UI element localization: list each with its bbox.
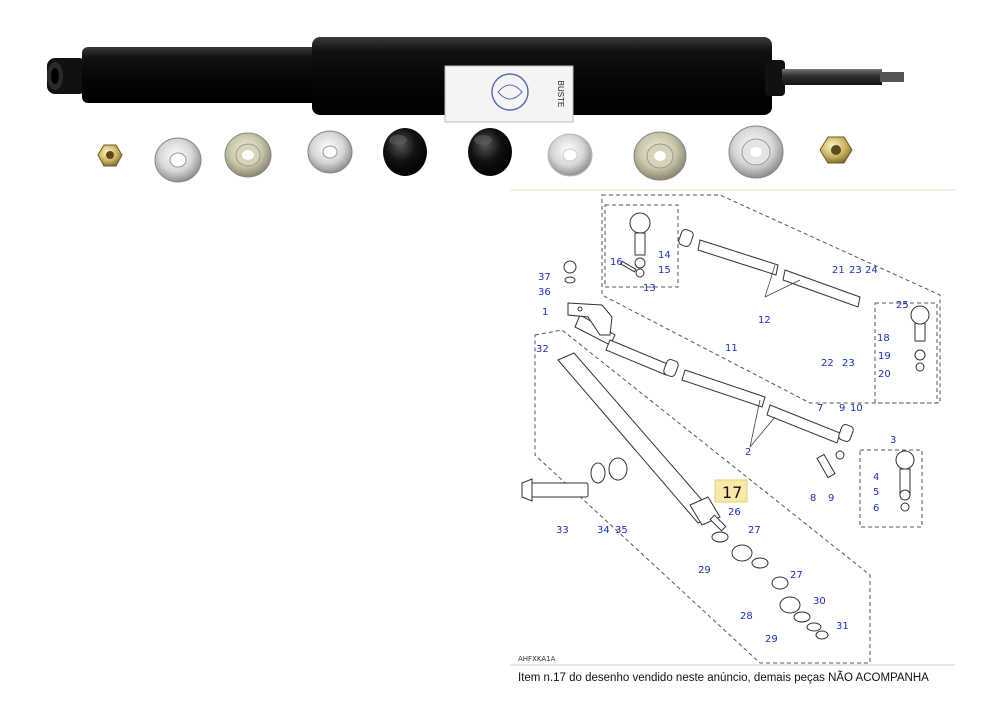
callout-26: 26 (728, 507, 741, 518)
callout-31: 31 (836, 621, 849, 632)
washer-3 (307, 130, 353, 174)
callout-30: 30 (813, 596, 826, 607)
rubber-bushing-2 (468, 128, 512, 176)
shock-label-sticker: BUSTE (444, 65, 574, 123)
rubber-bushing-1 (383, 128, 427, 176)
shock-lower-tube (82, 47, 322, 103)
shock-eye-mount (47, 58, 87, 94)
caption: Item n.17 do desenho vendido neste anúnc… (518, 672, 929, 684)
callout-16: 16 (610, 257, 623, 268)
callout-numbers: 37 36 1 16 14 15 13 12 11 21 23 24 25 18… (536, 250, 909, 645)
callout-23b: 23 (842, 358, 855, 369)
washer-4 (547, 133, 593, 177)
shock-top-cap (765, 60, 785, 96)
shock-rod (782, 69, 882, 85)
washer-5 (633, 131, 687, 181)
highlight-17-box (714, 479, 748, 503)
callout-25: 25 (896, 300, 909, 311)
callout-7: 7 (817, 403, 823, 414)
callout-18: 18 (877, 333, 890, 344)
callout-8: 8 (810, 493, 816, 504)
callout-6: 6 (873, 503, 879, 514)
callout-23a: 23 (849, 265, 862, 276)
callout-1: 1 (542, 307, 548, 318)
steering-damper (521, 352, 829, 640)
callout-24: 24 (865, 265, 878, 276)
callout-10: 10 (850, 403, 863, 414)
bracket-1 (563, 260, 613, 336)
tie-rod-lower (574, 314, 915, 512)
callout-15: 15 (658, 265, 671, 276)
callout-32: 32 (536, 344, 549, 355)
callout-20: 20 (878, 369, 891, 380)
callout-27b: 27 (790, 570, 803, 581)
callout-35: 35 (615, 525, 628, 536)
callout-9a: 9 (839, 403, 845, 414)
callout-29a: 29 (698, 565, 711, 576)
callout-11: 11 (725, 343, 738, 354)
washer-6 (728, 125, 784, 179)
callout-22: 22 (821, 358, 834, 369)
hardware-row (97, 125, 853, 183)
shock-absorber-photo: BUSTE (47, 37, 904, 183)
callout-27a: 27 (748, 525, 761, 536)
callout-5: 5 (873, 487, 879, 498)
callout-19: 19 (878, 351, 891, 362)
callout-29b: 29 (765, 634, 778, 645)
callout-28: 28 (740, 611, 753, 622)
tie-rod-upper (619, 212, 930, 372)
callout-4: 4 (873, 472, 879, 483)
callout-34: 34 (597, 525, 610, 536)
callout-14: 14 (658, 250, 671, 261)
callout-13: 13 (643, 283, 656, 294)
diagram-frames (534, 194, 941, 664)
highlight-17-label: 17 (722, 483, 742, 502)
diagram-code: AHFXKA1A (518, 655, 556, 663)
callout-12: 12 (758, 315, 771, 326)
callout-36: 36 (538, 287, 551, 298)
washer-1 (154, 137, 202, 183)
callout-9b: 9 (828, 493, 834, 504)
parts-diagram: 17 37 36 1 16 14 15 13 12 11 21 23 24 25… (510, 189, 955, 666)
shock-label-text: BUSTE (556, 81, 565, 108)
callout-21: 21 (832, 265, 845, 276)
shock-rod-thread (880, 72, 904, 82)
callout-3: 3 (890, 435, 896, 446)
callout-33: 33 (556, 525, 569, 536)
leader-lines (749, 264, 801, 448)
callout-37: 37 (538, 272, 551, 283)
callout-2: 2 (745, 447, 751, 458)
washer-2 (224, 132, 272, 178)
